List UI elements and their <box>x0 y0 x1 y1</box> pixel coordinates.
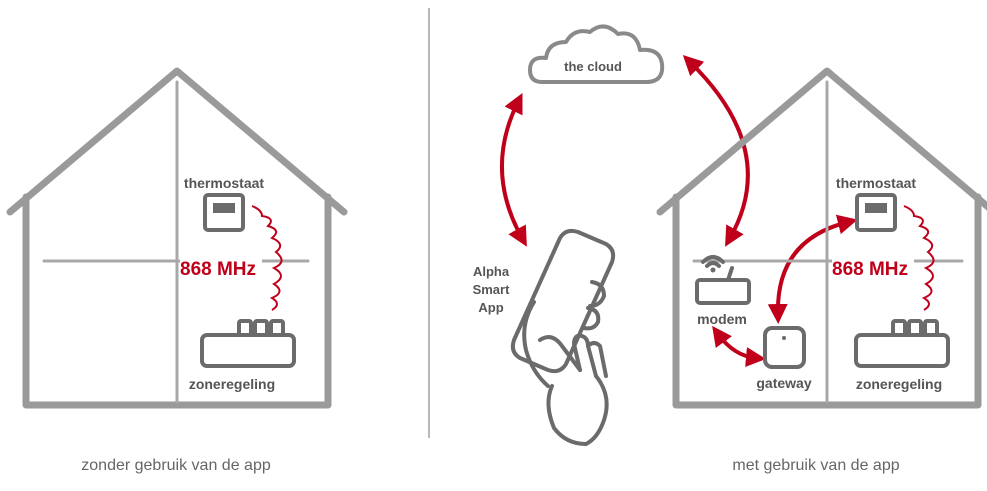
left-zone-controller-icon <box>200 319 296 368</box>
gateway-thermostat-double-arrow-icon <box>767 214 858 324</box>
left-zone-label: zoneregeling <box>189 376 275 392</box>
right-thermostat-icon <box>855 193 897 232</box>
gateway-icon <box>763 326 806 369</box>
left-radio-wave-icon <box>251 205 283 311</box>
right-frequency-label: 868 MHz <box>832 259 908 280</box>
right-radio-wave-icon <box>903 205 935 311</box>
cloud-label: the cloud <box>564 59 622 74</box>
modem-gateway-double-arrow-icon <box>712 325 766 368</box>
right-label-backdrop <box>832 246 914 278</box>
right-house-walls <box>692 80 964 404</box>
cloud-phone-double-arrow-icon <box>499 93 527 247</box>
app-label-line-2: Smart <box>473 282 511 297</box>
smartphone-hand-icon <box>510 228 616 446</box>
left-caption: zonder gebruik van de app <box>81 457 271 474</box>
app-label-line-3: App <box>478 300 503 315</box>
right-zone-label: zoneregeling <box>856 376 942 392</box>
left-thermostat-icon <box>203 193 245 232</box>
right-zone-controller-icon <box>854 319 950 368</box>
modem-label: modem <box>697 311 747 327</box>
cloud-icon <box>528 24 665 84</box>
left-frequency-label: 868 MHz <box>180 259 256 280</box>
right-caption: met gebruik van de app <box>732 457 899 474</box>
right-thermostat-label: thermostaat <box>836 175 916 191</box>
left-house-walls <box>42 80 310 404</box>
left-thermostat-label: thermostaat <box>184 175 264 191</box>
left-house-icon <box>6 67 348 409</box>
wifi-modem-icon <box>695 255 751 305</box>
gateway-label: gateway <box>756 375 811 391</box>
left-label-backdrop <box>180 246 262 278</box>
wifi-dot <box>710 267 716 273</box>
right-house-icon <box>656 67 987 409</box>
app-label-line-1: Alpha <box>473 264 510 279</box>
cloud-modem-double-arrow-icon <box>682 55 750 247</box>
